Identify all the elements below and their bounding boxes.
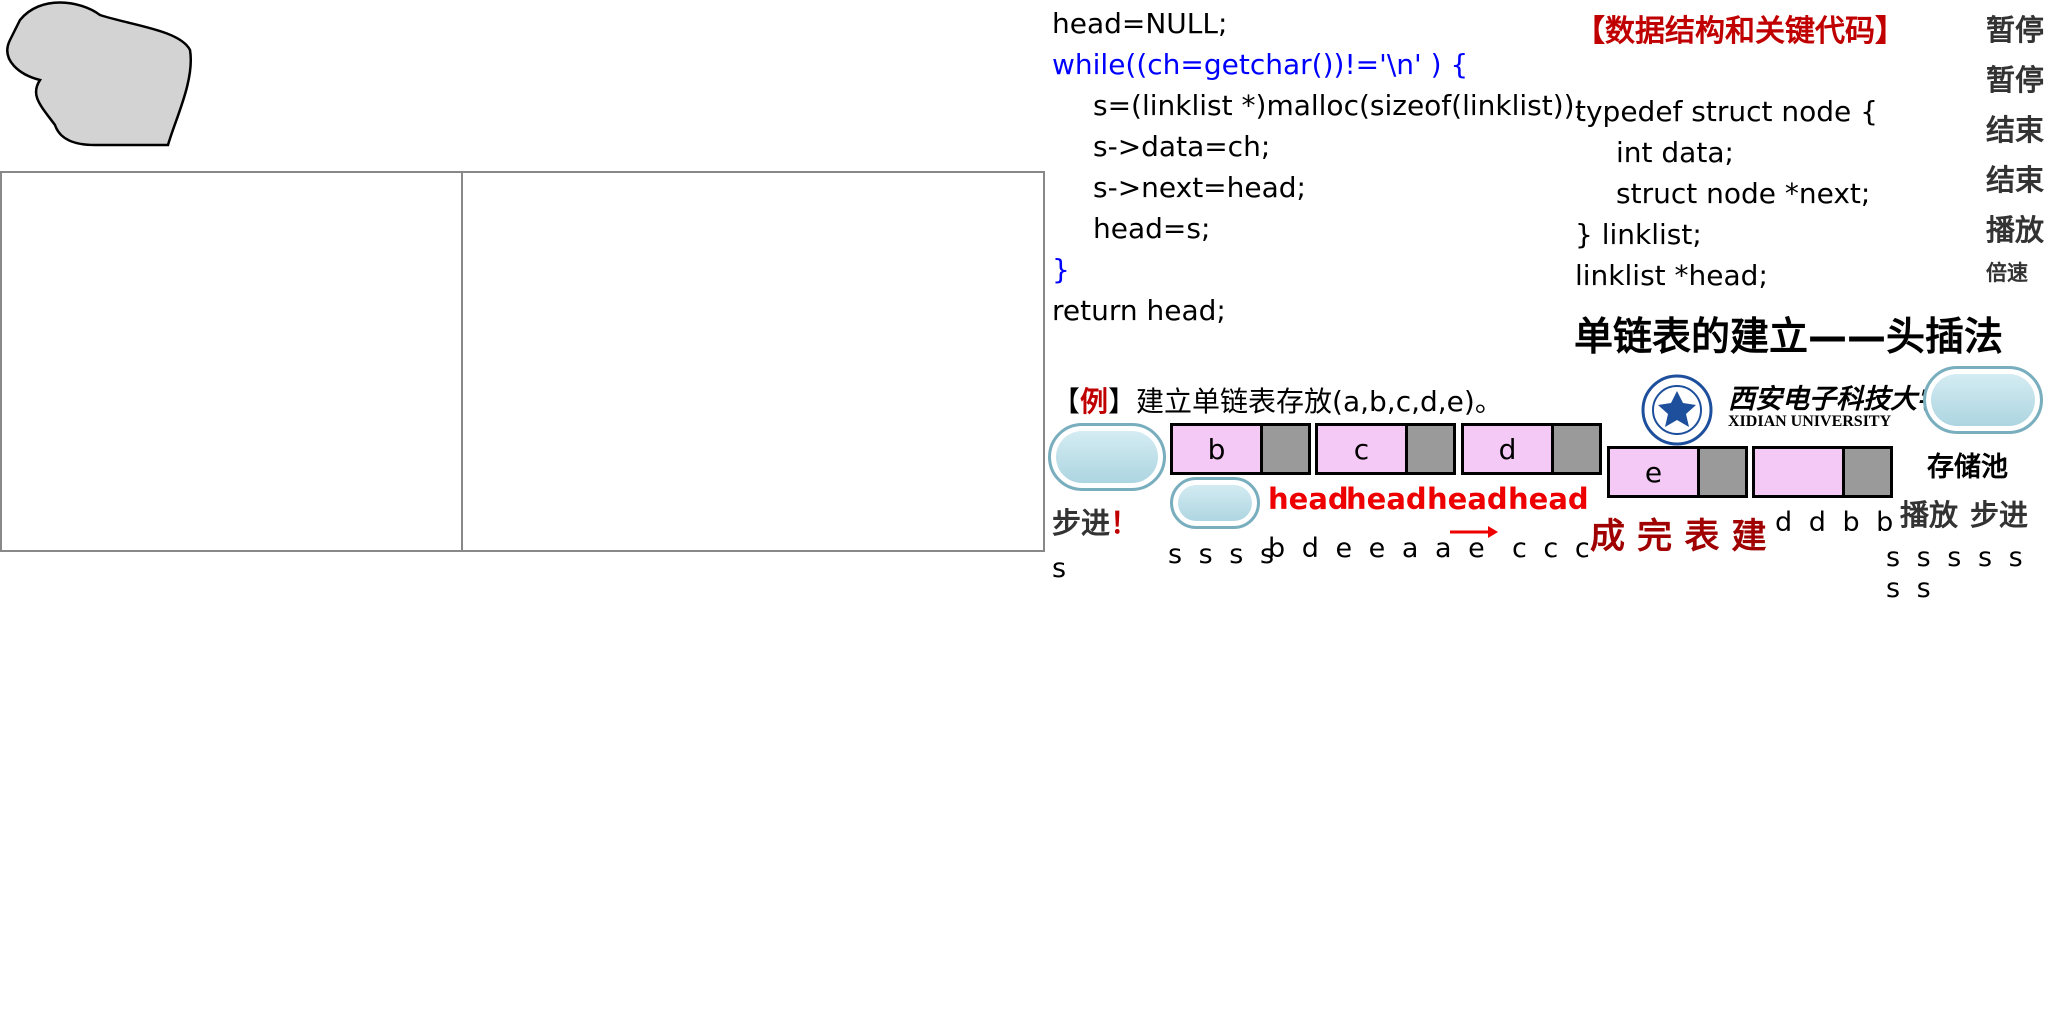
list-node-pointer — [1260, 423, 1311, 475]
list-node-data: d — [1461, 423, 1554, 475]
list-node-pointer — [1697, 446, 1748, 498]
example-line: 【例】建立单链表存放(a,b,c,d,e)。 — [1052, 380, 1503, 420]
list-node-data: c — [1315, 423, 1408, 475]
head-label: head — [1427, 482, 1508, 516]
step-button-2[interactable]: 步进 — [1970, 498, 2029, 532]
end-button-2[interactable]: 结束 — [1986, 163, 2045, 197]
list-node-data: e — [1607, 446, 1700, 498]
letters-row: c c c — [1512, 533, 1594, 564]
play-button[interactable]: 播放 — [1986, 213, 2045, 247]
logo-name-en: XIDIAN UNIVERSITY — [1728, 413, 1892, 430]
code-line: head=NULL; — [1052, 7, 1228, 40]
storage-pool-label: 存储池 — [1927, 452, 2008, 483]
code-line: s=(linklist *)malloc(sizeof(linklist)); — [1093, 89, 1585, 122]
pause-button-2[interactable]: 暂停 — [1986, 63, 2045, 97]
code-line: typedef struct node { — [1575, 95, 1878, 128]
example-bracket-close: 】 — [1108, 385, 1137, 418]
code-line-brace: } — [1052, 253, 1070, 286]
table-divider — [461, 173, 463, 550]
empty-table — [0, 171, 1045, 552]
example-text: 建立单链表存放(a,b,c,d,e)。 — [1136, 385, 1503, 418]
end-button[interactable]: 结束 — [1986, 113, 2045, 147]
s-pointer-pill — [1170, 477, 1260, 529]
code-line-while: while((ch=getchar())!='\n' ) { — [1052, 48, 1469, 81]
example-label: 例 — [1080, 385, 1109, 418]
step-button[interactable]: 步进！ — [1052, 500, 1139, 542]
letter-s: s — [1052, 553, 1071, 584]
code-line: return head; — [1052, 294, 1226, 327]
play-button-2[interactable]: 播放 — [1900, 498, 1959, 532]
code-line: s->next=head; — [1093, 171, 1306, 204]
blob-shape — [6, 1, 193, 147]
page-heading: 单链表的建立——头插法 — [1574, 315, 2004, 360]
completion-text: 成 完 表 建 — [1590, 517, 1767, 557]
code-line: s->data=ch; — [1093, 130, 1271, 163]
head-label: head — [1268, 482, 1349, 516]
step-mark: ！ — [1110, 506, 1140, 540]
code-line: linklist *head; — [1575, 259, 1768, 292]
speed-button[interactable]: 倍速 — [1986, 261, 2028, 285]
letters-row: d d b b — [1775, 507, 1898, 538]
example-bracket-open: 【 — [1052, 385, 1081, 418]
head-label: head — [1508, 482, 1589, 516]
seal-icon — [1641, 374, 1713, 446]
list-node-pointer — [1405, 423, 1456, 475]
code-line: struct node *next; — [1616, 177, 1871, 210]
code-line: } linklist; — [1575, 218, 1702, 251]
step-label: 步进 — [1052, 506, 1111, 540]
letters-row: b d e e a a e — [1268, 533, 1489, 564]
head-pointer-pill — [1048, 423, 1166, 491]
code-line: int data; — [1616, 136, 1734, 169]
list-node-pointer — [1842, 446, 1893, 498]
list-node-data: b — [1170, 423, 1263, 475]
code-line: head=s; — [1093, 212, 1211, 245]
pause-button[interactable]: 暂停 — [1986, 13, 2045, 47]
list-node-pointer — [1551, 423, 1602, 475]
right-arrow-icon — [1450, 526, 1498, 538]
letters-s-row: s s s s — [1168, 539, 1279, 570]
logo-name-cn: 西安电子科技大学 — [1728, 384, 1944, 415]
head-label: head — [1346, 482, 1427, 516]
storage-pool-icon[interactable] — [1923, 366, 2043, 434]
letters-s-row: s s s s s s s — [1886, 542, 2027, 604]
section-title: 【数据结构和关键代码】 — [1575, 14, 1905, 49]
list-node-data — [1752, 446, 1845, 498]
university-logo: 西安电子科技大学 XIDIAN UNIVERSITY — [1640, 373, 1944, 451]
